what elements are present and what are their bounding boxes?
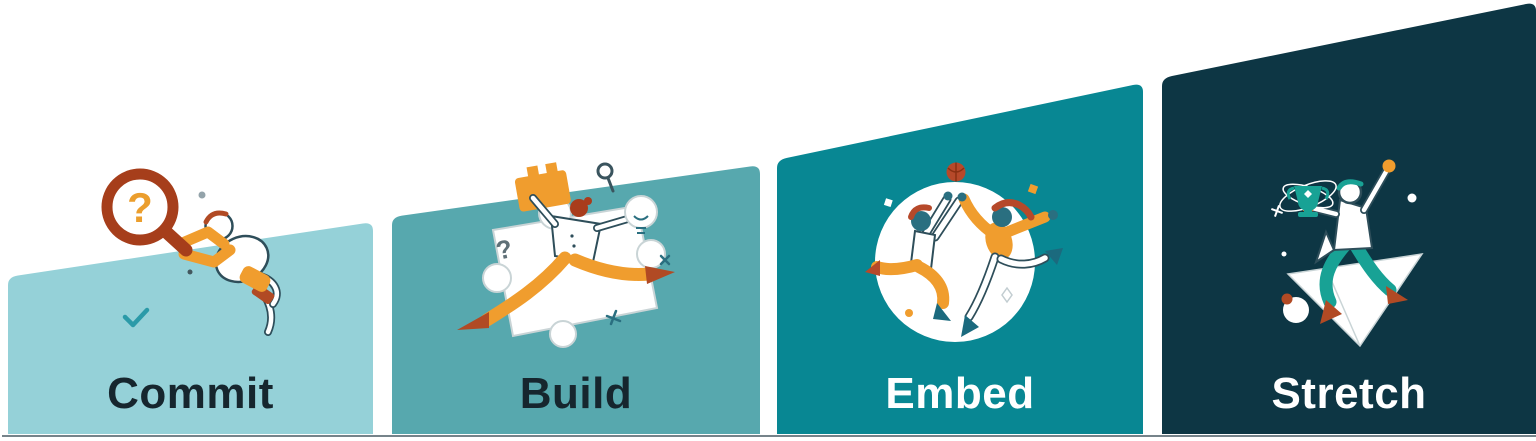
leg	[913, 261, 950, 309]
cross-mark	[659, 254, 671, 266]
shoe	[961, 315, 979, 337]
arm	[178, 244, 236, 268]
head	[992, 207, 1012, 227]
shoe	[645, 266, 675, 284]
builder-person	[457, 194, 675, 330]
square-deco	[1027, 183, 1039, 195]
leg	[568, 253, 656, 281]
hair	[908, 204, 932, 220]
dot	[1281, 251, 1287, 257]
build-illustration: ?	[457, 162, 675, 348]
embed-illustration	[865, 162, 1063, 342]
step-label-stretch: Stretch	[1271, 369, 1427, 418]
cap-brim	[203, 210, 229, 225]
plus-mark	[605, 309, 622, 326]
shoe	[1386, 286, 1408, 304]
shoe	[933, 303, 951, 321]
headband	[1336, 179, 1364, 191]
pin-icon	[596, 162, 615, 193]
leg	[480, 251, 572, 327]
dot	[198, 191, 206, 199]
magnifier-icon: ?	[101, 168, 193, 257]
hair	[570, 199, 588, 217]
shoe	[1045, 248, 1063, 265]
step-label-build: Build	[519, 369, 633, 418]
right-person	[957, 192, 1063, 337]
diving-person	[174, 210, 281, 336]
rider-person	[1302, 159, 1408, 324]
glove	[1382, 159, 1396, 173]
ball-cap-deco	[1281, 293, 1293, 305]
shorts	[239, 266, 271, 292]
question-mark-glyph: ?	[127, 184, 153, 231]
step-label-embed: Embed	[885, 369, 1035, 418]
square-deco	[883, 198, 893, 208]
shoe	[457, 312, 489, 330]
ball-icon	[946, 162, 966, 182]
dot	[905, 309, 913, 317]
hand	[957, 192, 967, 202]
hair	[991, 199, 1035, 221]
hand	[1048, 210, 1058, 220]
stretch-illustration	[1271, 159, 1424, 348]
step-label-commit: Commit	[107, 369, 274, 418]
baseline-rule	[2, 435, 1536, 437]
panel-build: ? Build	[392, 0, 760, 441]
floor-question-glyph: ?	[493, 233, 515, 266]
panel-commit: ? Commit	[8, 0, 373, 441]
shoe	[865, 260, 880, 276]
left-person	[865, 191, 964, 321]
sparkle-icon	[1271, 205, 1283, 217]
panel-embed: Embed	[777, 0, 1143, 441]
leg	[871, 259, 923, 276]
head	[911, 211, 931, 231]
orange-puzzle-piece-icon	[515, 162, 571, 212]
panel-stretch: Stretch	[1162, 0, 1536, 441]
commit-illustration: ?	[101, 168, 281, 336]
arm	[174, 226, 230, 250]
trophy-icon	[1279, 180, 1337, 217]
dot	[187, 269, 193, 275]
check-icon	[122, 307, 150, 328]
sparkle-icon	[1001, 286, 1013, 304]
shoe	[1320, 300, 1342, 324]
panel-commit-shape	[8, 223, 373, 434]
dot	[1407, 193, 1417, 203]
coat-tail	[1314, 229, 1336, 265]
hand	[943, 191, 953, 201]
lightbulb-icon	[624, 195, 658, 234]
